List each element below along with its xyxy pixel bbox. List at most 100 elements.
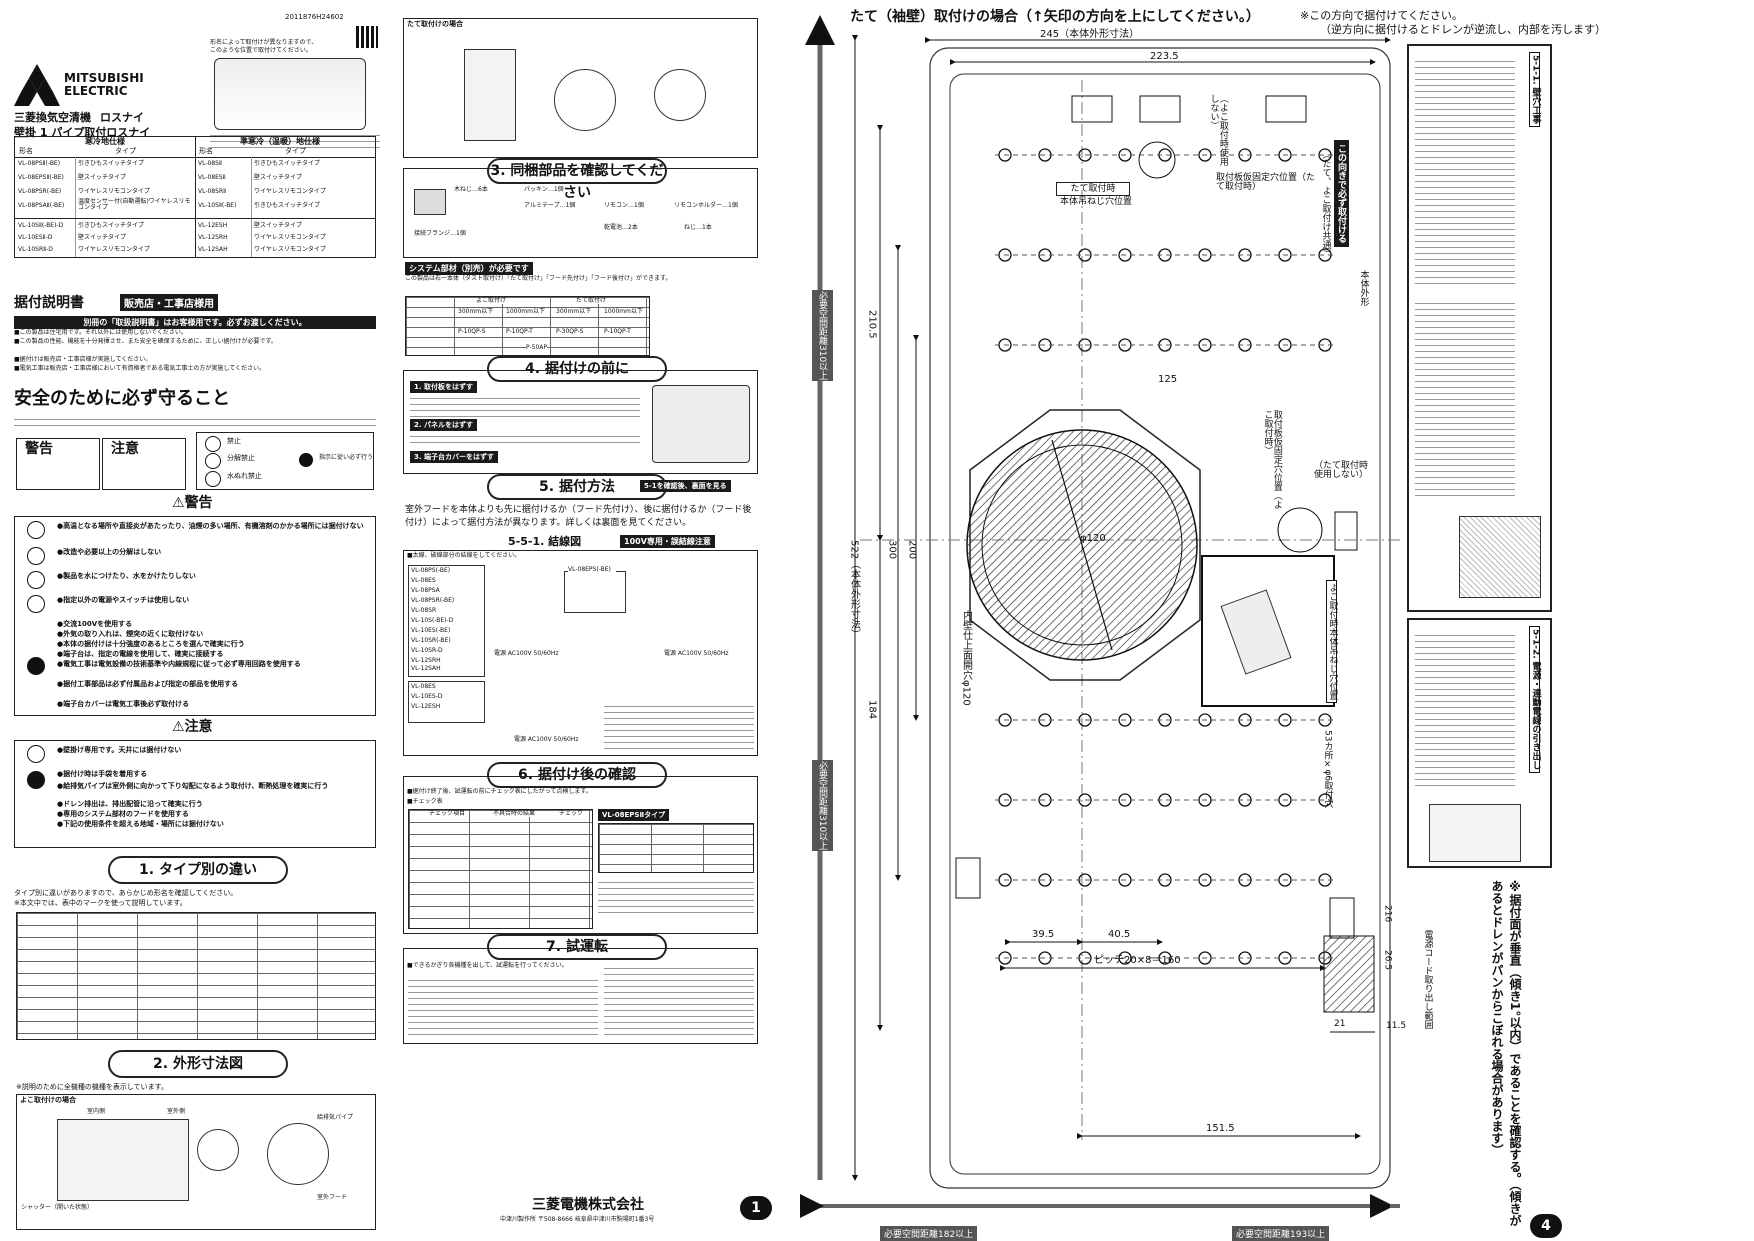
- req-space-bottom: 必要空間距離310以上: [812, 760, 833, 852]
- spec-header-model-2: 形名: [199, 147, 213, 155]
- check-table: チェック項目 不具合時の結果 チェック: [408, 809, 593, 929]
- spec-row-3-type: ワイヤレスリモコンタイプ: [78, 188, 150, 195]
- must-icon: [27, 657, 45, 675]
- sp-col-yoko: よこ取付け: [476, 297, 507, 305]
- caution-triangle-icon: ⚠: [172, 719, 185, 735]
- warning-item-5: ●交流100Vを使用する: [57, 620, 133, 628]
- spec-header-warm: 準寒冷（温暖）地仕様: [240, 137, 320, 146]
- note-lines: [210, 130, 380, 152]
- caution-item-4: ●ドレン排出は、排出配管に沿って確実に行う: [57, 800, 203, 808]
- model-a-8: VL-10SR(-BE): [411, 637, 451, 644]
- dim-2235: 223.5: [1150, 51, 1179, 62]
- model-a-9: VL-10SR-D: [411, 647, 443, 654]
- right-heading: たて（袖壁）取付けの場合（↑矢印の方向を上にしてください。）: [850, 9, 1260, 25]
- check-col-3: チェック: [559, 810, 584, 818]
- model-c-3: VL-12ESH: [411, 703, 441, 710]
- req-space-right: 必要空間距離193以上: [1232, 1226, 1330, 1241]
- spec-header-model: 形名: [19, 147, 33, 155]
- accessory-6: リモコンホルダー…1個: [674, 202, 738, 209]
- spec-row-4-model: VL-08PSAⅡ(-BE): [18, 202, 65, 209]
- spec-row-7-type-b: ワイヤレスリモコンタイプ: [254, 246, 326, 253]
- spec-row-3-type-b: ワイヤレスリモコンタイプ: [254, 188, 326, 195]
- spec-row-7-type: ワイヤレスリモコンタイプ: [78, 246, 150, 253]
- section-5-body: 室外フードを本体よりも先に据付けるか（フード先付け）、後に据付けるか（フード後付…: [405, 505, 752, 528]
- hanger-slot: [1139, 95, 1181, 123]
- side-top-label: この向きで必ず取付ける: [1334, 140, 1349, 247]
- side-top-sub: （たて、よこ取付け共通）: [1320, 150, 1331, 258]
- step-2-label: 2. パネルをはずす: [410, 419, 477, 431]
- right-note-1: ※この方向で据付けてください。: [1300, 9, 1463, 22]
- warning-item-9: ●電気工事は電気設備の技術基準や内線規程に従って必ず専用回路を使用する: [57, 660, 301, 668]
- model-a-5: VL-08SR: [411, 607, 437, 614]
- check-vl08-label: VL-08EPSⅡタイプ: [598, 809, 670, 821]
- legend-no-disassemble: 分解禁止: [227, 454, 255, 462]
- section-2-intro: ※説明のために全機種の機種を表示しています。: [16, 1083, 168, 1091]
- outline-label-hood: 室外フード: [317, 1194, 348, 1201]
- system-parts-title: システム部材（別売）が必要です: [405, 262, 533, 275]
- notice-2: ■この製品の性能、機能を十分発揮させ、また安全を確保するために、正しい据付けが必…: [14, 338, 277, 345]
- warning-item-1: ●高温となる場所や直接炎があたったり、油煙の多い場所、有機溶剤のかかる場所には据…: [57, 522, 364, 530]
- accessory-2: パッキン…1個: [524, 186, 564, 193]
- pitch-dimension: ピッチ20×8＝160: [1094, 955, 1181, 966]
- hole-note: 53カ所×φ6取付穴: [1322, 730, 1333, 809]
- dim-115: 11.5: [1386, 1021, 1407, 1031]
- warning-box: ●高温となる場所や直接炎があたったり、油煙の多い場所、有機溶剤のかかる場所には据…: [14, 516, 376, 716]
- wiring-badge: 100V専用・誤結線注意: [620, 535, 715, 548]
- cord-exit-area: [1323, 935, 1375, 1013]
- section-1-note: ※本文中では、表中のマークを使って説明しています。: [14, 899, 187, 907]
- req-space-top: 必要空間距離310以上: [812, 290, 833, 382]
- no-water-icon: [205, 471, 221, 487]
- wiring-note: ■太線、破線部分の結線をしてください。: [407, 552, 521, 559]
- phi-120: φ120: [1080, 533, 1106, 544]
- warning-item-4: ●指定以外の電源やスイッチは使用しない: [57, 596, 190, 604]
- forbid-icon: [205, 436, 221, 452]
- trial-run-body: ■できるかぎり各機種を出して、試運転を行ってください。: [407, 962, 568, 969]
- wiring-power-a: 電源 AC100V 50/60Hz: [494, 650, 559, 657]
- check-note: ■据付け終了後、試運転の前にチェック表にしたがって点検します。: [407, 788, 592, 795]
- hanger-slot: [1071, 95, 1113, 123]
- company-address: 中津川製作所 〒508-8666 岐阜県中津川市駒場町1番3号: [500, 1216, 655, 1223]
- spec-row-1-model: VL-08PSⅡ(-BE): [18, 160, 61, 167]
- model-a-4: VL-08PSR(-BE): [411, 597, 455, 604]
- section-3-title: 3. 同梱部品を確認してください: [487, 158, 667, 201]
- check-label: ■チェック表: [407, 798, 443, 805]
- yoko-vertical-label: （よこ取付時使用しない）: [1208, 94, 1228, 166]
- note-top-1: 形名によって取付けが異なりますので、: [210, 39, 318, 46]
- page-number-left: 1: [740, 1196, 772, 1220]
- spec-row-4-type-b: 引きひもスイッチタイプ: [254, 202, 321, 209]
- sp-item-2: P-10QP-T: [506, 328, 533, 336]
- caution-item-3: ●給排気パイプは室外側に向かって下り勾配になるよう取付け、断熱処理を確実に行う: [57, 782, 329, 790]
- hanger-slot: [1265, 95, 1307, 123]
- power-lead-box: 5-1-2. 電源・連動電線の引き出し: [1407, 618, 1552, 868]
- system-parts-note: この製品は右一本体（ダスト取付け）「たて取付け」「フード先付け」「フード後付け」…: [405, 275, 672, 282]
- notice-3: ■据付けは販売店・工事店様が実施してください。: [14, 356, 152, 363]
- caution-item-5: ●専用のシステム部材のフードを使用する: [57, 810, 189, 818]
- accessory-1: 木ねじ…6本: [454, 186, 488, 193]
- section-7-title: 7. 試運転: [487, 934, 667, 960]
- accessory-4: リモコン…1個: [604, 202, 644, 209]
- outline-sub: よこ取付けの場合: [20, 1096, 76, 1104]
- model-a-7: VL-10ES(-BE): [411, 627, 451, 634]
- note-top-2: このような位置で取付けてください。: [210, 47, 312, 54]
- warning-heading: ⚠警告: [172, 496, 213, 511]
- wiring-title: 5-5-1. 結線図: [508, 535, 582, 548]
- warning-item-8: ●端子台は、指定の電線を使用して、確実に接続する: [57, 650, 224, 658]
- spec-header-cold: 寒冷地仕様: [85, 137, 125, 146]
- model-a-3: VL-08PSA: [411, 587, 440, 594]
- accessory-5: 乾電池…2本: [604, 224, 638, 231]
- outline-label-pipe: 給排気パイプ: [317, 1114, 354, 1121]
- warning-item-11: ●端子台カバーは電気工事後必ず取付ける: [57, 700, 190, 708]
- spec-row-6-model-b: VL-12SRH: [198, 234, 228, 241]
- warning-triangle-icon: ⚠: [172, 495, 185, 511]
- spec-row-7-model: VL-10SRⅡ-D: [18, 246, 53, 253]
- spec-row-5-model-b: VL-12ESH: [198, 222, 228, 229]
- outline-label-outdoor: 室外側: [167, 1108, 186, 1115]
- caution-heading: ⚠注意: [172, 720, 213, 735]
- product-illustration: [214, 58, 366, 130]
- spec-row-4-model-b: VL-10SⅡ(-BE): [198, 202, 237, 209]
- req-space-left: 必要空間距離182以上: [880, 1226, 978, 1241]
- no-disassemble-icon: [205, 453, 221, 469]
- s512-title: 5-1-2. 電源・連動電線の引き出し: [1529, 626, 1541, 773]
- yoko-label: （たて取付時使用しない）: [1314, 461, 1369, 481]
- spec-row-7-model-b: VL-12SAH: [198, 246, 228, 253]
